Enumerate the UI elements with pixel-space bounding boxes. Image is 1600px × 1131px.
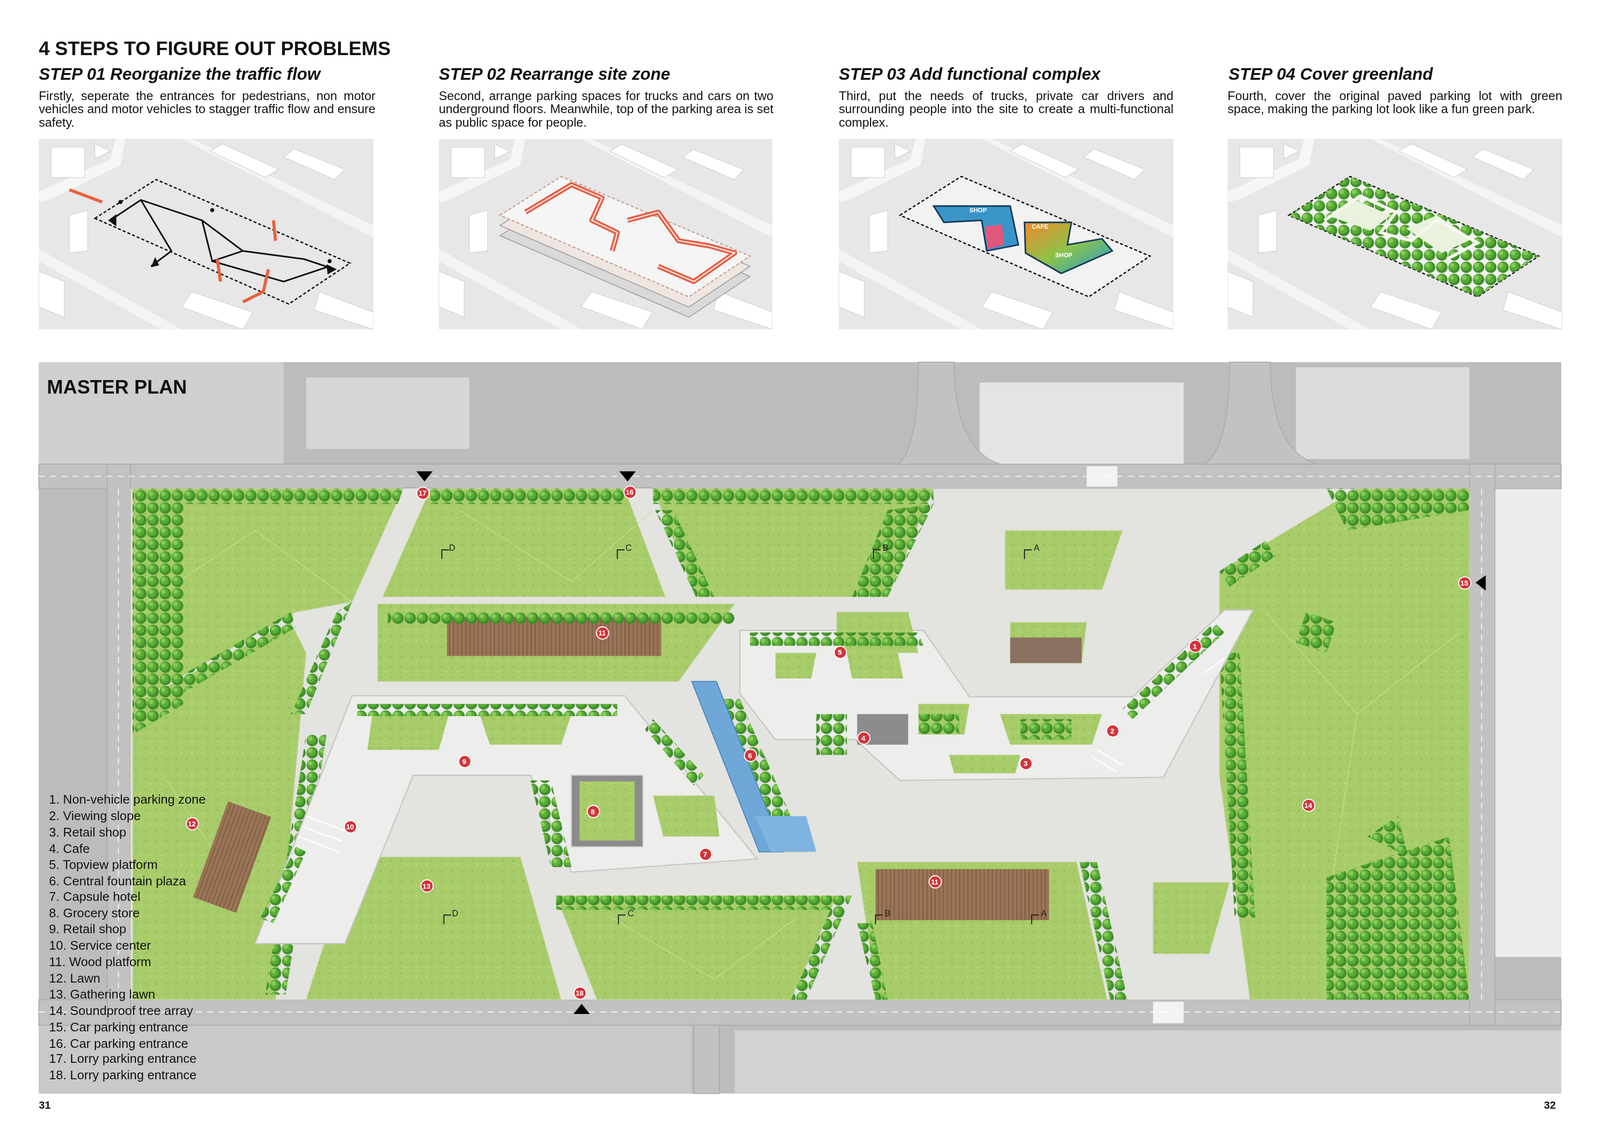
callout-text: 1 xyxy=(1192,642,1197,650)
legend-item: 1. Non-vehicle parking zone xyxy=(48,792,206,808)
callout-number: 4 xyxy=(856,731,870,745)
step-text: Firstly, seperate the entrances for pede… xyxy=(38,89,376,131)
section-mark: B xyxy=(884,909,891,920)
legend-item: 12. Lawn xyxy=(48,971,101,986)
legend-item: 18. Lorry parking entrance xyxy=(48,1068,197,1083)
callout-text: 18 xyxy=(575,989,584,997)
legend-item: 9. Retail shop xyxy=(48,922,127,938)
callout-text: 9 xyxy=(462,757,467,765)
callout-number: 2 xyxy=(1105,724,1119,738)
callout-number: 11 xyxy=(928,874,942,889)
callout-text: 4 xyxy=(861,734,866,742)
page-number: 32 xyxy=(1543,1098,1556,1112)
callout-number: 10 xyxy=(343,819,357,833)
step-text: Fourth, cover the original paved parking… xyxy=(1227,89,1563,118)
legend-item: 7. Capsule hotel xyxy=(48,889,141,905)
section-mark: A xyxy=(1033,543,1040,554)
callout-number: 13 xyxy=(419,879,433,893)
legend-item: 2. Viewing slope xyxy=(48,809,141,824)
callout-text: 11 xyxy=(931,877,939,886)
callout-number: 9 xyxy=(457,754,471,768)
program-label: CAFE xyxy=(1031,223,1049,231)
callout-text: 14 xyxy=(1303,801,1312,809)
section-mark: B xyxy=(882,543,889,554)
program-label: SHOP xyxy=(1054,251,1073,260)
callout-number: 6 xyxy=(743,748,757,762)
legend-item: 4. Cafe xyxy=(48,841,90,857)
legend-item: 8. Grocery store xyxy=(48,906,140,921)
step-text: Third, put the needs of trucks, private … xyxy=(838,89,1174,131)
callout-number: 8 xyxy=(586,804,600,818)
callout-text: 5 xyxy=(837,648,842,656)
callout-text: 11 xyxy=(598,629,607,637)
callout-text: 17 xyxy=(418,489,427,497)
callout-number: 18 xyxy=(573,986,587,1000)
callout-text: 2 xyxy=(1110,726,1114,735)
legend-item: 17. Lorry parking entrance xyxy=(48,1052,197,1067)
legend-item: 13. Gathering lawn xyxy=(48,987,155,1003)
program-label: SHOP xyxy=(969,207,987,215)
callout-number: 15 xyxy=(1457,576,1471,590)
callout-number: 1 xyxy=(1188,639,1202,653)
section-mark: D xyxy=(448,543,456,554)
callout-number: 17 xyxy=(415,486,430,500)
step-heading: STEP 03 Add functional complex xyxy=(838,64,1101,84)
callout-number: 11 xyxy=(595,625,609,639)
page-title: 4 STEPS TO FIGURE OUT PROBLEMS xyxy=(38,37,391,60)
legend-item: 11. Wood platform xyxy=(48,955,151,970)
callout-text: 15 xyxy=(1460,578,1468,587)
legend-item: 10. Service center xyxy=(48,938,151,954)
legend-item: 3. Retail shop xyxy=(48,825,127,840)
callout-number: 3 xyxy=(1019,756,1033,770)
callout-text: 7 xyxy=(703,850,708,858)
callout-number: 7 xyxy=(698,847,712,861)
step-heading: STEP 04 Cover greenland xyxy=(1228,64,1433,84)
legend-item: 15. Car parking entrance xyxy=(48,1020,189,1035)
legend-item: 14. Soundproof tree array xyxy=(48,1003,193,1019)
callout-text: 10 xyxy=(345,822,354,830)
legend-item: 6. Central fountain plaza xyxy=(48,874,186,889)
section-mark: A xyxy=(1040,909,1047,920)
page-number: 31 xyxy=(38,1098,51,1112)
step-heading: STEP 01 Reorganize the traffic flow xyxy=(38,64,321,84)
callout-number: 14 xyxy=(1301,798,1315,812)
callout-text: 6 xyxy=(748,751,753,759)
callout-text: 16 xyxy=(625,488,634,496)
section-mark: C xyxy=(627,909,634,920)
callout-number: 12 xyxy=(185,816,199,830)
plan-title: MASTER PLAN xyxy=(46,376,188,399)
callout-text: 13 xyxy=(422,882,431,890)
legend-item: 5. Topview platform xyxy=(48,857,158,873)
callout-number: 5 xyxy=(833,645,847,659)
callout-text: 12 xyxy=(187,819,196,828)
callout-number: 16 xyxy=(622,485,637,499)
section-mark: D xyxy=(452,909,459,920)
step-text: Second, arrange parking spaces for truck… xyxy=(438,89,774,131)
callout-text: 8 xyxy=(591,807,595,815)
step-heading: STEP 02 Rearrange site zone xyxy=(438,64,671,84)
section-mark: C xyxy=(625,543,632,554)
callout-text: 3 xyxy=(1023,759,1028,768)
legend-item: 16. Car parking entrance xyxy=(48,1036,189,1051)
